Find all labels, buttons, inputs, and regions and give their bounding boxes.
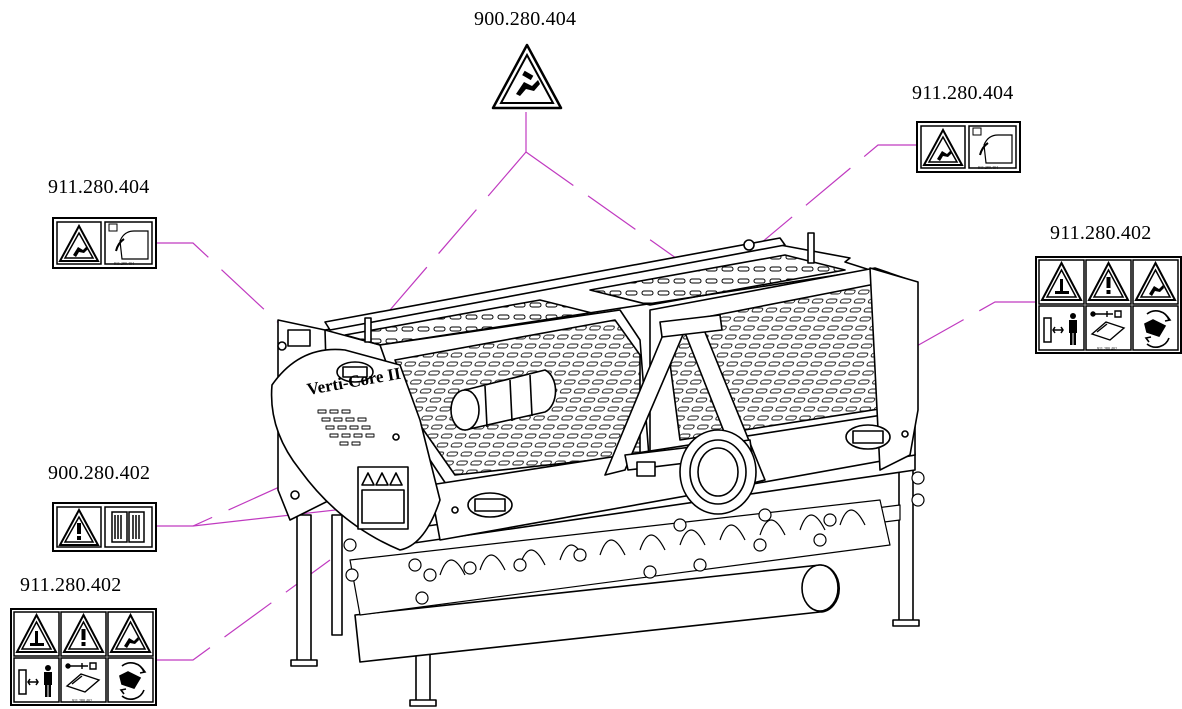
label-left-upper: 911.280.404: [48, 176, 150, 198]
lift-hazard-icon: [30, 631, 44, 646]
person-distance-icon: [1043, 317, 1064, 343]
manual-book-icon: [111, 511, 145, 543]
rotating-parts-icon: [119, 662, 147, 700]
end-cap-vents: [317, 409, 375, 446]
tine-assembly: [343, 471, 925, 616]
machine-body: [270, 232, 925, 707]
leader-left-lower: [156, 559, 331, 661]
decal-900-280-404: [491, 43, 563, 110]
person-distance-icon: [18, 669, 39, 695]
leader-top-right: [754, 144, 918, 249]
top-bar: [324, 237, 786, 331]
hand-crush-icon: [516, 70, 540, 96]
leader-left-upper: [156, 242, 301, 344]
rotating-parts-icon: [1144, 310, 1172, 348]
decal-911-280-404-left: 911.280.404: [52, 217, 157, 269]
decal-print-number: 911.280.402: [72, 698, 92, 703]
label-top-right: 911.280.404: [912, 82, 1014, 104]
pto-shield: [679, 429, 757, 515]
warning-triangle-icon: [77, 523, 81, 534]
label-left-middle: 900.280.402: [48, 462, 151, 484]
top-grille-right: [589, 254, 846, 306]
foot-left: [290, 659, 318, 667]
label-top-center: 900.280.404: [474, 8, 577, 30]
leader-top-center-left: [389, 151, 527, 311]
leader-right-middle: [914, 301, 1035, 348]
decal-print-number: 911.280.404: [978, 165, 998, 170]
leg-left-front: [296, 514, 312, 666]
leader-lines: [156, 112, 1035, 661]
decal-911-280-402-left: 911.280.402: [10, 608, 157, 706]
decal-911-280-404-top: 911.280.404: [916, 121, 1021, 173]
decal-print-number: 911.280.402: [1097, 346, 1117, 351]
lift-hazard-icon: [1055, 279, 1069, 294]
leader-top-center-right: [525, 151, 691, 269]
decal-print-number: 911.280.404: [114, 261, 134, 266]
decal-911-280-402-right: 911.280.402: [1035, 256, 1182, 354]
leg-right: [898, 459, 914, 626]
label-left-lower: 911.280.402: [20, 574, 122, 596]
foot-right: [892, 619, 920, 627]
foot-mid: [409, 699, 437, 707]
label-right-middle: 911.280.402: [1050, 222, 1152, 244]
leg-left-rear: [331, 514, 343, 636]
front-lower-strip: [429, 409, 916, 541]
decal-900-280-402: [52, 502, 157, 552]
